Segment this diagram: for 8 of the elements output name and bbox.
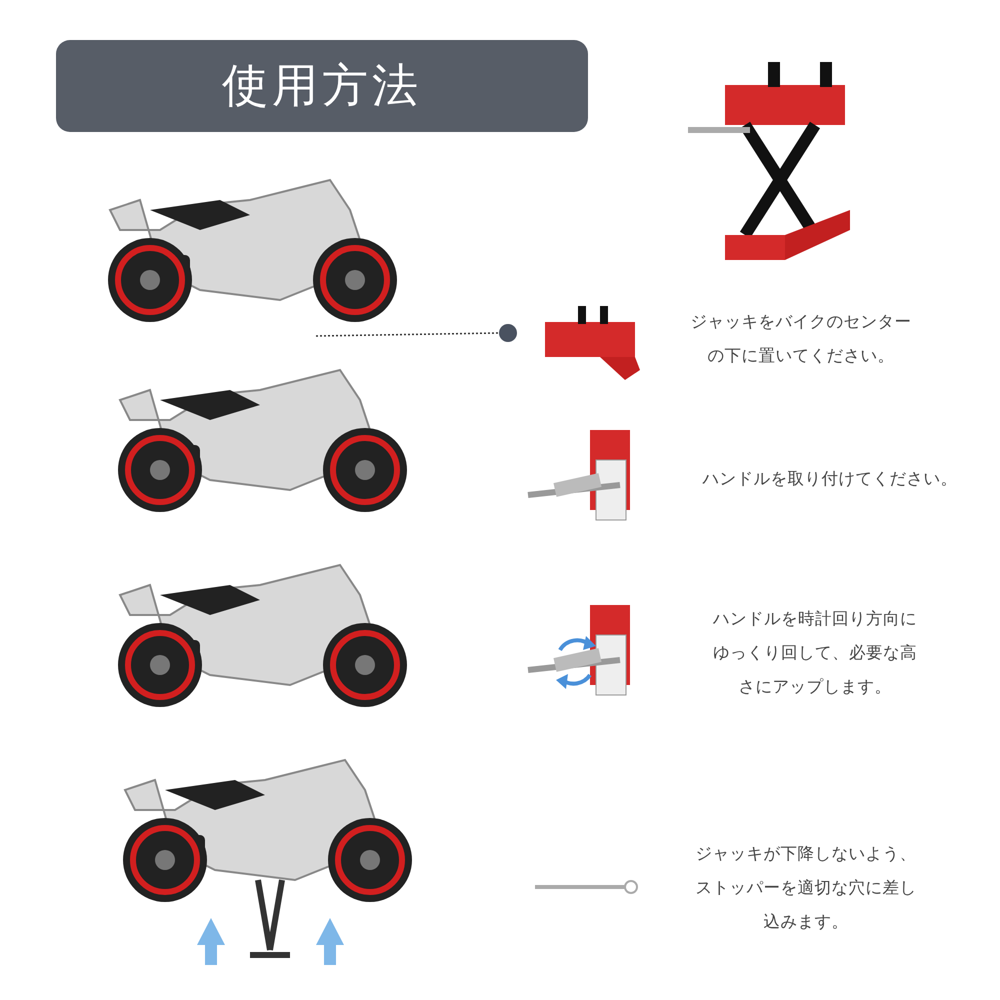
step-instruction: ハンドルを取り付けてください。 <box>702 468 958 490</box>
marker-dot <box>499 324 517 342</box>
title-banner: 使用方法 <box>56 40 588 132</box>
step-instruction: ハンドルを時計回り方向にゆっくり回して、必要な高さにアップします。 <box>712 608 918 698</box>
step-instruction: ジャッキが下降しないよう、ストッパーを適切な穴に差し込みます。 <box>694 843 918 933</box>
motorcycle-drawing <box>108 178 397 322</box>
leader-line <box>316 332 500 337</box>
step-instruction: ジャッキをバイクのセンターの下に置いてください。 <box>690 311 912 367</box>
